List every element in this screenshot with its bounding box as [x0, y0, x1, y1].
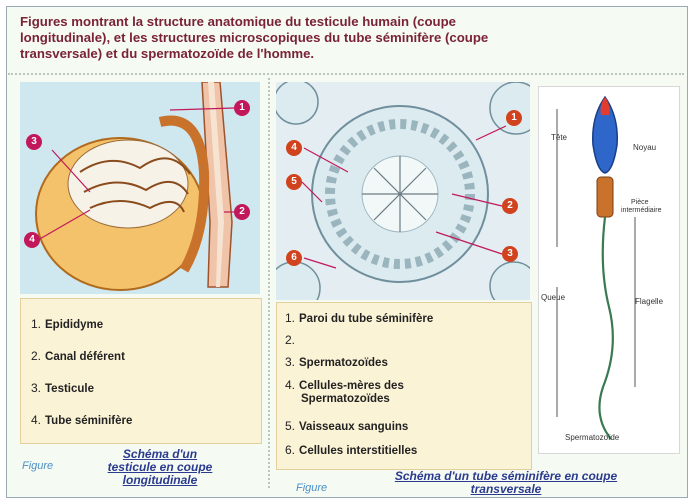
middle-legend-item-1: 1.Paroi du tube séminifère	[285, 311, 433, 325]
pointer-line-m1	[476, 126, 506, 140]
middle-legend-item-5: 5.Vaisseaux sanguins	[285, 419, 408, 433]
marker-m3: 3	[502, 246, 518, 262]
label-flagelle: Flagelle	[635, 297, 663, 306]
label-spermatozoide: Spermatozoïde	[565, 433, 619, 442]
marker-m5: 5	[286, 174, 302, 190]
testicle-diagram: 1 2 3 4	[20, 82, 260, 294]
title-line-3: transversale) et du spermatozoïde de l'h…	[20, 46, 680, 62]
label-piece: Pièce	[631, 199, 649, 206]
label-noyau: Noyau	[633, 143, 656, 152]
label-queue: Queue	[541, 293, 565, 302]
testicle-illustration	[20, 82, 260, 294]
tubule-diagram: 1 2 3 4 5 6	[276, 82, 530, 300]
marker-1: 1	[234, 100, 250, 116]
title-line-2: longitudinale), et les structures micros…	[20, 30, 680, 46]
middle-caption-label: Figure	[296, 482, 327, 494]
pointer-line-1	[170, 108, 234, 110]
tubule-illustration	[276, 82, 530, 300]
marker-m4: 4	[286, 140, 302, 156]
flagellum	[599, 217, 612, 439]
left-caption: Schéma d'un testicule en coupe longitudi…	[80, 448, 240, 487]
middle-legend-item-3: 3.Spermatozoïdes	[285, 355, 388, 369]
vertical-divider	[268, 78, 270, 488]
middle-legend-item-4: 4.Cellules-mères desSpermatozoïdes	[285, 379, 404, 406]
marker-m2: 2	[502, 198, 518, 214]
left-legend: 1.Epididyme 2.Canal déférent 3.Testicule…	[20, 298, 262, 444]
marker-m6: 6	[286, 250, 302, 266]
middle-legend-item-2: 2.	[285, 333, 299, 347]
middle-caption: Schéma d'un tube séminifère en coupe tra…	[346, 470, 666, 496]
marker-3: 3	[26, 134, 42, 150]
adjacent-tubule-3	[276, 262, 320, 300]
marker-4: 4	[24, 232, 40, 248]
left-legend-item-1: 1.Epididyme	[31, 317, 103, 331]
middle-legend: 1.Paroi du tube séminifère 2. 3.Spermato…	[276, 302, 532, 470]
marker-2: 2	[234, 204, 250, 220]
label-tete: Tête	[551, 133, 567, 142]
middle-legend-item-6: 6.Cellules interstitielles	[285, 443, 417, 457]
midpiece	[597, 177, 613, 217]
left-caption-label: Figure	[22, 460, 53, 472]
left-legend-item-2: 2.Canal déférent	[31, 349, 125, 363]
horizontal-divider	[8, 73, 684, 75]
marker-m1: 1	[506, 110, 522, 126]
sperm-diagram: Tête Noyau Pièce intermédiaire Queue Fla…	[538, 86, 680, 454]
adjacent-tubule-2	[490, 82, 530, 134]
page-title: Figures montrant la structure anatomique…	[20, 14, 680, 62]
adjacent-tubule-1	[276, 82, 318, 124]
label-intermediaire: intermédiaire	[621, 207, 661, 214]
adjacent-tubule-4	[490, 262, 530, 300]
title-line-1: Figures montrant la structure anatomique…	[20, 14, 680, 30]
left-legend-item-3: 3.Testicule	[31, 381, 94, 395]
acrosome	[601, 97, 610, 115]
left-legend-item-4: 4.Tube séminifère	[31, 413, 132, 427]
